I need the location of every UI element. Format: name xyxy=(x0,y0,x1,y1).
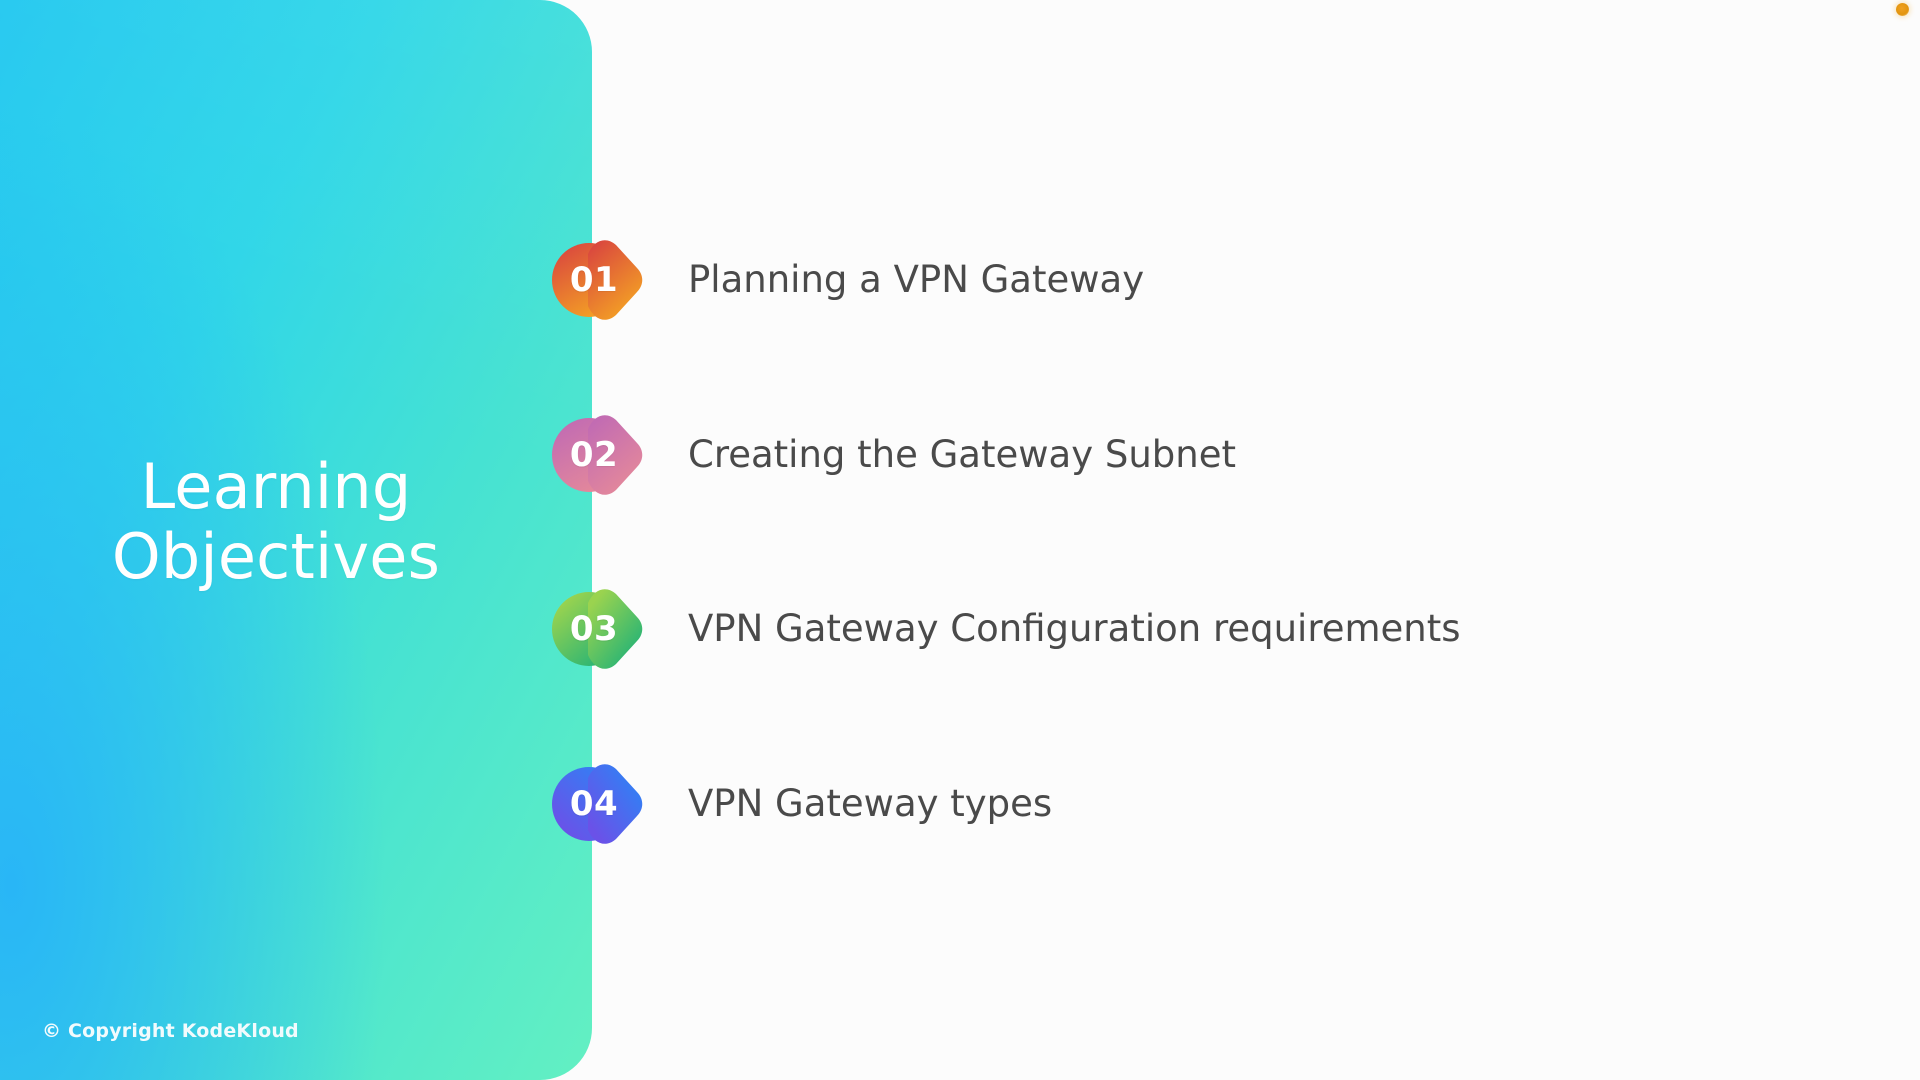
number-badge-icon: 03 xyxy=(548,573,644,685)
objective-label: VPN Gateway Configuration requirements xyxy=(688,607,1461,650)
left-gradient-panel: Learning Objectives © Copyright KodeKlou… xyxy=(0,0,592,1080)
number-badge-icon: 01 xyxy=(548,224,644,336)
objective-item-01[interactable]: 01 Planning a VPN Gateway xyxy=(548,224,1144,336)
objective-item-02[interactable]: 02 Creating the Gateway Subnet xyxy=(548,399,1236,511)
badge-number: 01 xyxy=(569,260,619,300)
objective-label: Planning a VPN Gateway xyxy=(688,258,1145,301)
number-badge-icon: 04 xyxy=(548,748,644,860)
badge-number: 03 xyxy=(569,609,619,649)
objective-item-03[interactable]: 03 VPN Gateway Configuration requirement… xyxy=(548,573,1461,685)
badge-number: 04 xyxy=(569,784,619,824)
objective-label: Creating the Gateway Subnet xyxy=(688,433,1236,476)
objective-item-04[interactable]: 04 VPN Gateway types xyxy=(548,748,1052,860)
page-title: Learning Objectives xyxy=(111,450,441,593)
recording-dot-icon xyxy=(1896,3,1909,16)
number-badge-icon: 02 xyxy=(548,399,644,511)
objective-label: VPN Gateway types xyxy=(688,782,1053,825)
copyright-text: © Copyright KodeKloud xyxy=(42,1020,299,1042)
badge-number: 02 xyxy=(569,435,619,475)
